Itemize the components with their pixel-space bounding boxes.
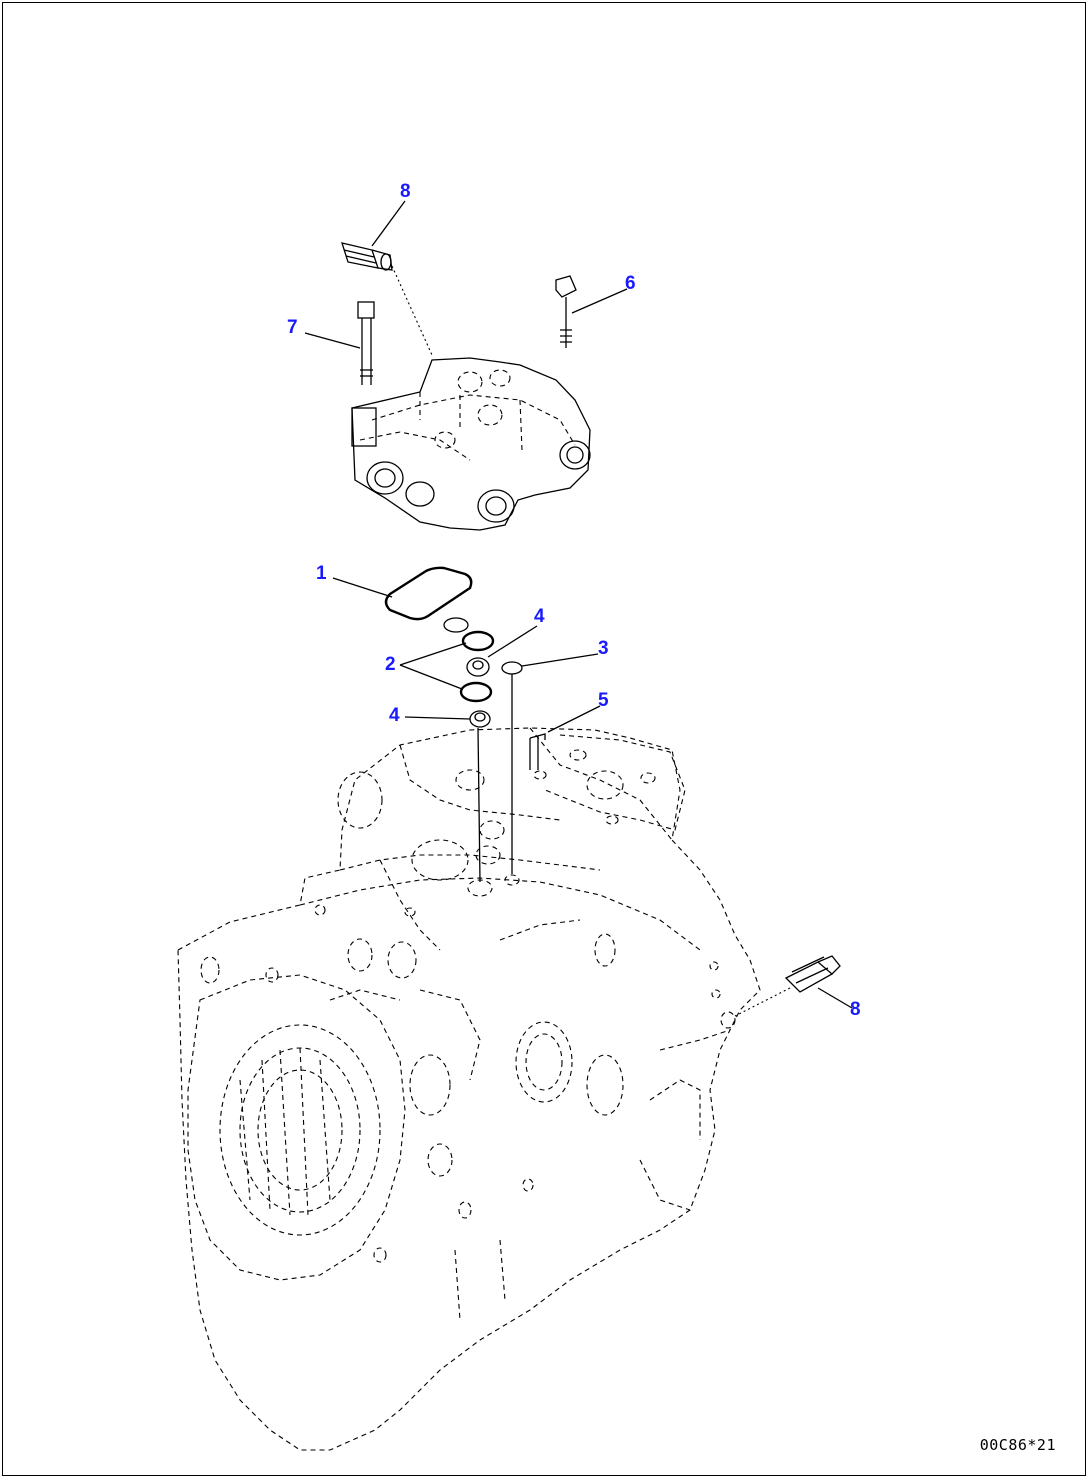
leader-8-bottom-axis bbox=[734, 987, 791, 1017]
callout-7: 7 bbox=[287, 317, 298, 338]
valve-block bbox=[351, 357, 591, 531]
part-5-pin bbox=[529, 733, 546, 770]
callout-3: 3 bbox=[598, 638, 609, 659]
callout-8-top: 8 bbox=[400, 181, 411, 202]
callout-4-lower: 4 bbox=[389, 705, 400, 726]
callout-4-upper: 4 bbox=[534, 606, 545, 627]
part-7-bolt bbox=[357, 301, 375, 385]
part-2-oring-upper bbox=[461, 630, 495, 652]
callout-8-bottom: 8 bbox=[850, 999, 861, 1020]
leader-lines bbox=[304, 200, 853, 1009]
part-6-plug bbox=[555, 275, 577, 348]
callout-2: 2 bbox=[385, 654, 396, 675]
part-8-sensor-top bbox=[341, 242, 393, 271]
drawing-code: 00C86*21 bbox=[979, 1436, 1056, 1454]
part-1-gasket bbox=[384, 566, 473, 621]
callout-1: 1 bbox=[316, 563, 327, 584]
callout-5: 5 bbox=[598, 690, 609, 711]
small-ring bbox=[443, 617, 469, 633]
part-2-oring-lower bbox=[459, 681, 493, 703]
part-4-plug-lower bbox=[469, 710, 491, 728]
callout-6: 6 bbox=[625, 273, 636, 294]
part-4-plug-upper bbox=[466, 657, 490, 677]
part-8-sensor-bottom bbox=[784, 955, 841, 993]
leader-8-top-axis bbox=[391, 265, 433, 356]
part-3-oring bbox=[501, 661, 523, 675]
align-line-4 bbox=[477, 727, 481, 883]
pump-body bbox=[177, 727, 761, 1451]
